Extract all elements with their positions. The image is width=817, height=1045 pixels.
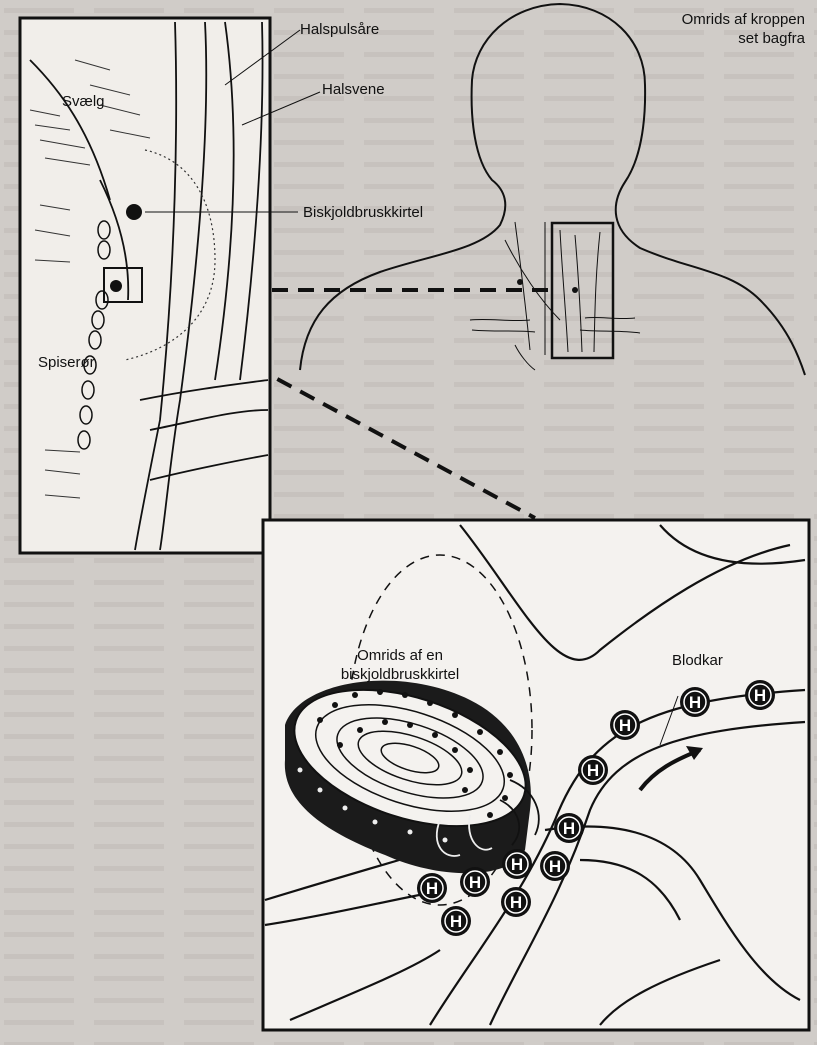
hormone-h-text: H: [426, 879, 438, 898]
parathyroid-dot-upper: [126, 204, 142, 220]
hormone-h-text: H: [754, 686, 766, 705]
zoom-panel: [263, 520, 809, 1030]
label-gland-outline: Omrids af en biskjoldbruskkirtel: [315, 646, 485, 684]
hormone-h-text: H: [511, 855, 523, 874]
label-body-outline-line1: Omrids af kroppen: [630, 10, 805, 29]
hormone-h-text: H: [587, 761, 599, 780]
hormone-h-text: H: [510, 893, 522, 912]
label-carotid-artery: Halspulsåre: [300, 20, 379, 39]
hormone-h-text: H: [689, 693, 701, 712]
hormone-h-text: H: [549, 857, 561, 876]
label-blood-vessel: Blodkar: [672, 651, 723, 670]
hormone-h-text: H: [450, 912, 462, 931]
label-pharynx: Svælg: [62, 92, 105, 111]
label-esophagus: Spiserør: [38, 353, 95, 372]
label-body-outline: Omrids af kroppen set bagfra: [630, 10, 805, 48]
label-gland-outline-line2: biskjoldbruskkirtel: [315, 665, 485, 684]
hormone-h-text: H: [469, 873, 481, 892]
label-parathyroid-gland: Biskjoldbruskkirtel: [303, 203, 423, 222]
hormone-h-text: H: [563, 819, 575, 838]
label-body-outline-line2: set bagfra: [630, 29, 805, 48]
parathyroid-dot-lower: [110, 280, 122, 292]
label-jugular-vein: Halsvene: [322, 80, 385, 99]
hormone-h-text: H: [619, 716, 631, 735]
label-gland-outline-line1: Omrids af en: [315, 646, 485, 665]
